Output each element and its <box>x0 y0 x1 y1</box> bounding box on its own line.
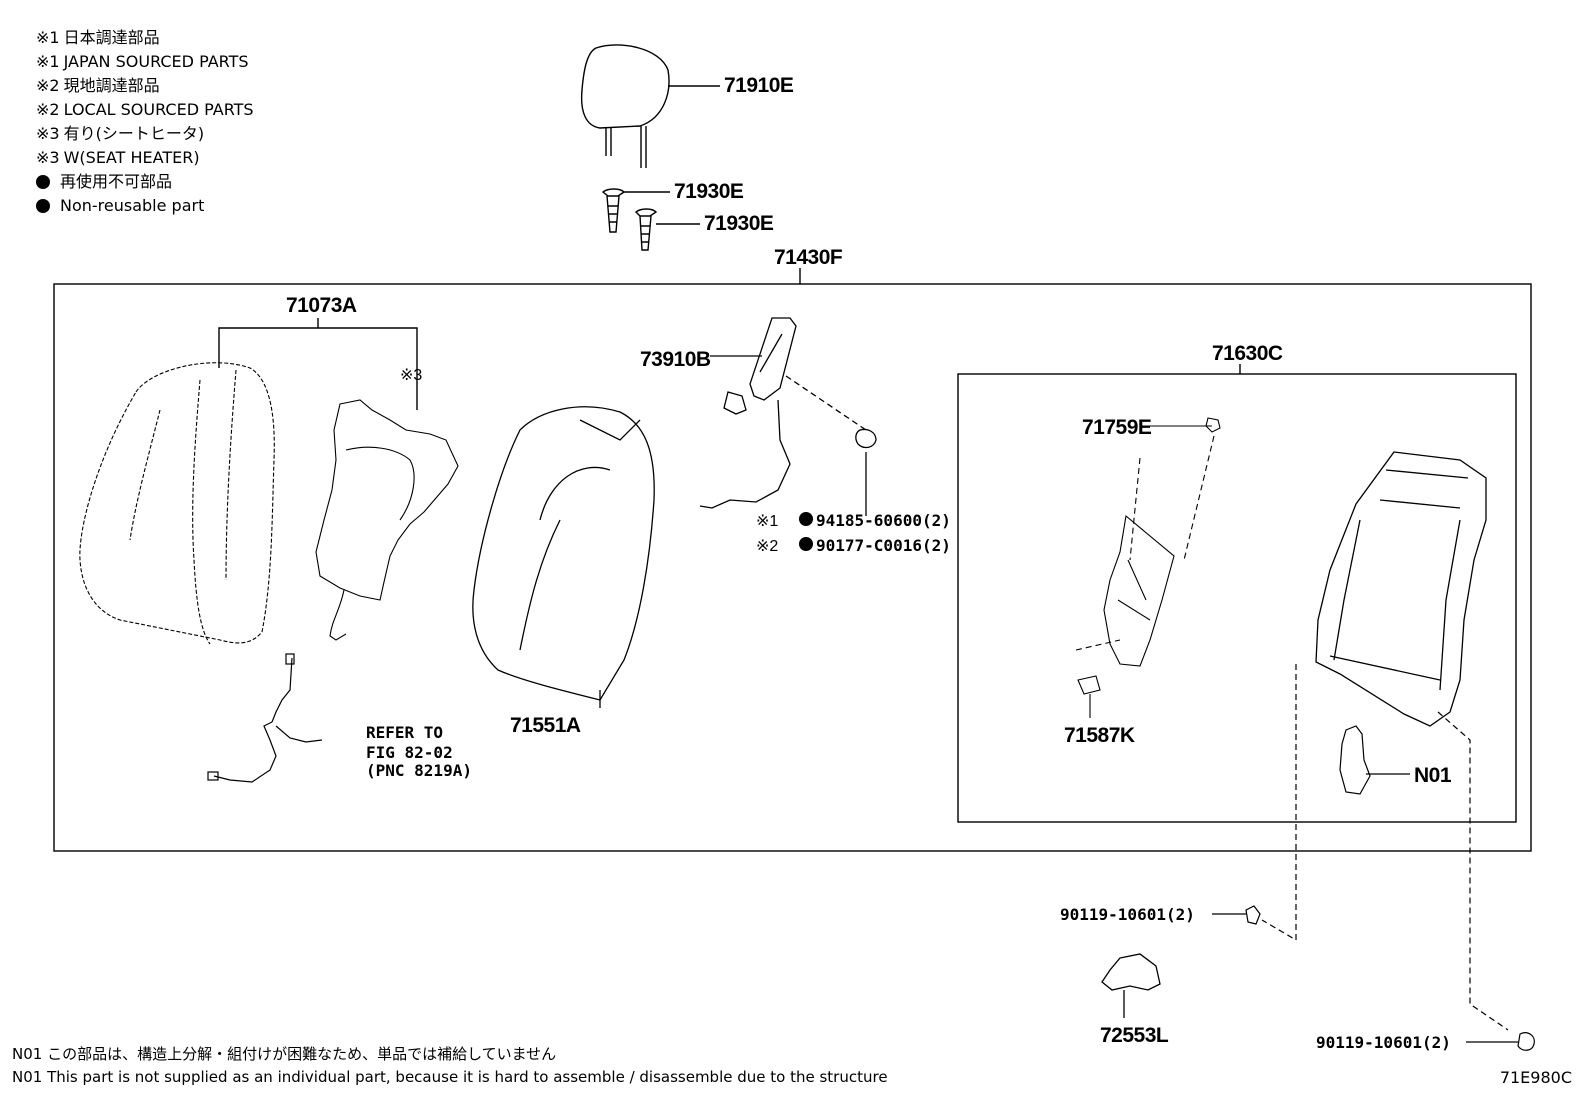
bolt-leaders <box>1261 664 1509 1031</box>
part-label-bolt: 90119-10601(2) <box>1316 1033 1451 1052</box>
legend-text: 現地調達部品 <box>63 76 160 95</box>
legend-text: JAPAN SOURCED PARTS <box>63 52 249 71</box>
refer-text: REFER TO <box>366 723 443 742</box>
seat-cover-illustration <box>79 362 275 645</box>
legend-text: 有り(シートヒータ) <box>63 124 205 143</box>
part-label-motor: N01 <box>1414 764 1452 787</box>
figure-code: 71E980C <box>1499 1068 1572 1087</box>
part-label-pad: 71551A <box>510 714 581 737</box>
part-label-airbag: 73910B <box>640 348 711 371</box>
part-label-frame: 71630C <box>1212 342 1283 365</box>
refer-text: FIG 82-02 <box>366 743 453 762</box>
headrest-illustration <box>580 44 720 168</box>
legend-row: Non-reusable part <box>36 194 254 218</box>
part-label-frame-nut: 71759E <box>1082 416 1152 439</box>
legend-mark: ※2 <box>36 76 60 95</box>
legend-text: Non-reusable part <box>60 196 205 215</box>
footnote-jp: N01 この部品は、構造上分解・組付けが困難なため、単品では補給していません <box>12 1045 557 1063</box>
legend-mark: ※1 <box>36 28 60 47</box>
non-reusable-dot-icon <box>799 512 813 526</box>
legend-row: 再使用不可部品 <box>36 170 254 194</box>
legend-mark: ※3 <box>36 148 60 167</box>
part-label-frame-cover: 72553L <box>1100 1024 1169 1047</box>
heater-condition-mark: ※3 <box>400 367 422 384</box>
non-reusable-dot-icon <box>36 199 50 213</box>
part-label-assembly: 71430F <box>774 246 843 269</box>
frame-box <box>957 373 1517 823</box>
seat-back-frame-illustration <box>1315 451 1487 727</box>
footnote-en: N01 This part is not supplied as an indi… <box>12 1068 888 1086</box>
frame-cover-illustration <box>1101 953 1161 1018</box>
legend-text: 再使用不可部品 <box>60 172 173 191</box>
seat-pad-illustration <box>472 406 655 708</box>
seat-heater-illustration <box>315 399 459 641</box>
part-label-bracket: 71587K <box>1064 724 1135 747</box>
side-airbag-illustration <box>699 317 877 516</box>
legend-mark: ※2 <box>36 100 60 119</box>
assembly-box <box>53 283 1532 852</box>
legend-mark: ※1 <box>36 52 60 71</box>
non-reusable-dot-icon <box>799 537 813 551</box>
part-label-guide: 71930E <box>674 180 744 203</box>
part-label-bolt: 90119-10601(2) <box>1060 905 1195 924</box>
bolt-illustration <box>1212 905 1535 1051</box>
part-label-guide: 71930E <box>704 212 774 235</box>
guide-illustration <box>601 188 700 251</box>
non-reusable-dot-icon <box>36 175 50 189</box>
part-label-nut-japan: 94185-60600(2) <box>816 511 951 530</box>
legend-text: 日本調達部品 <box>63 28 160 47</box>
part-label-cover: 71073A <box>286 294 357 317</box>
frame-bracket-illustration <box>1075 417 1221 718</box>
legend-text: LOCAL SOURCED PARTS <box>63 100 254 119</box>
refer-text: (PNC 8219A) <box>366 761 472 780</box>
legend-mark: ※3 <box>36 124 60 143</box>
local-mark: ※2 <box>756 538 778 555</box>
legend-text: W(SEAT HEATER) <box>63 148 200 167</box>
motor-illustration <box>1339 725 1410 795</box>
wire-harness-illustration <box>207 653 323 783</box>
part-label-headrest: 71910E <box>724 74 794 97</box>
part-label-nut-local: 90177-C0016(2) <box>816 536 951 555</box>
japan-mark: ※1 <box>756 513 778 530</box>
